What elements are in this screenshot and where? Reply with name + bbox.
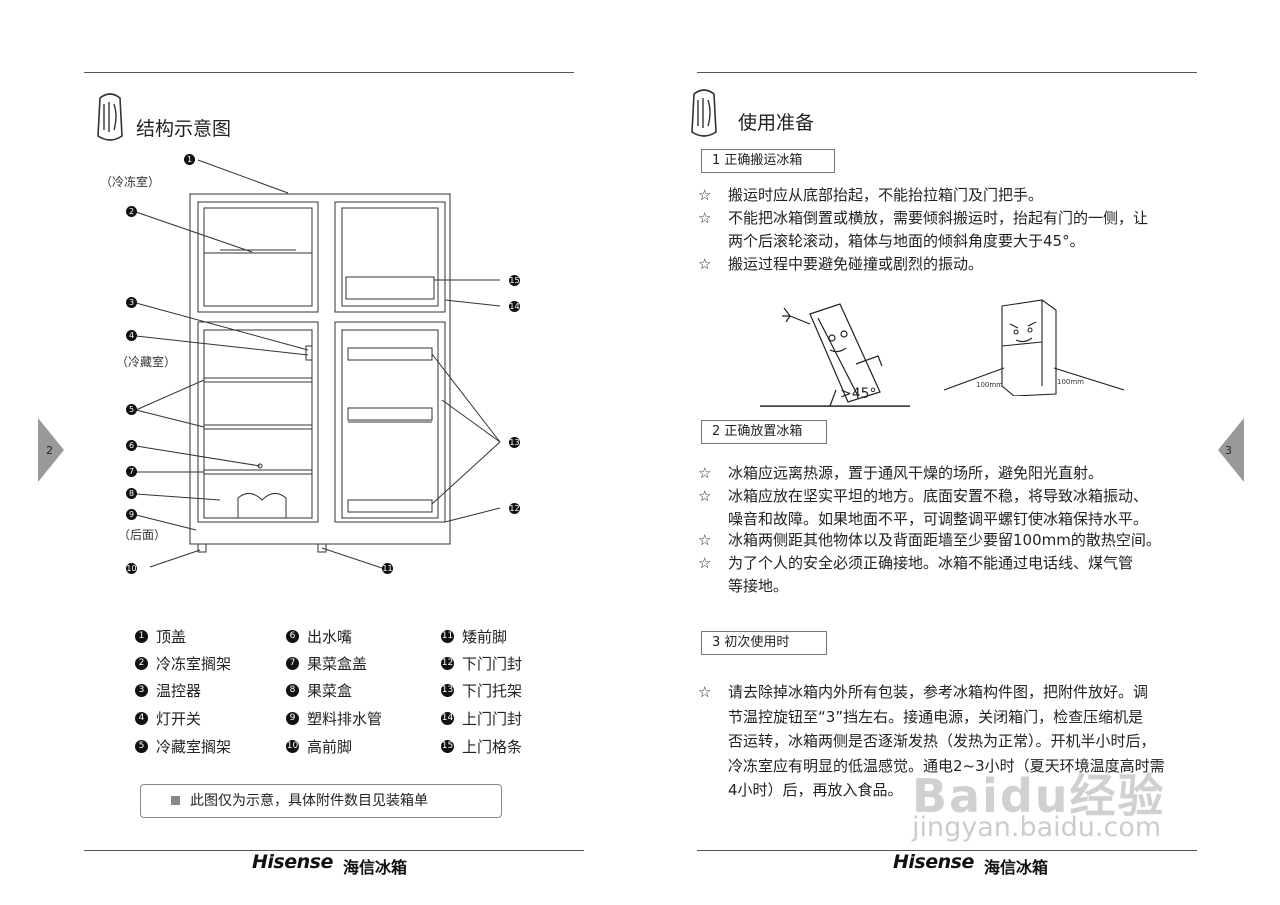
section-1-heading: 1 正确搬运冰箱: [701, 149, 835, 173]
diagram-marker-13: 13: [509, 437, 520, 448]
star-bullet-icon: ☆: [698, 209, 712, 227]
diagram-marker-6: 6: [126, 440, 137, 451]
preparation-title: 使用准备: [738, 112, 815, 134]
fridge-logo-icon-right: [691, 89, 717, 137]
diagram-marker-4: 4: [126, 330, 137, 341]
illustration-ground-line: [760, 406, 910, 407]
freezer-label: （冷冻室）: [100, 175, 161, 189]
star-bullet-icon: ☆: [698, 683, 712, 701]
s1-item-1: ☆ 搬运时应从底部抬起，不能抬拉箱门及门把手。: [698, 184, 1218, 207]
s2-item-2: ☆ 冰箱应放在坚实平坦的地方。底面安置不稳，将导致冰箱振动、 噪音和故障。如果地…: [698, 487, 1149, 528]
fridge-logo-icon: [97, 93, 123, 141]
s3-item-1: ☆ 请去除掉冰箱内外所有包装，参考冰箱构件图，把附件放好。调 节温控旋钮至“3”…: [698, 680, 1238, 806]
star-bullet-icon: ☆: [698, 186, 712, 204]
diagram-marker-12: 12: [509, 503, 520, 514]
diagram-marker-7: 7: [126, 466, 137, 477]
rear-label: （后面）: [118, 528, 167, 542]
angle-label: >45°: [840, 386, 877, 402]
clearance-illustration: [944, 299, 1124, 396]
diagram-marker-14: 14: [509, 301, 520, 312]
fridge-structure-diagram: [135, 159, 501, 569]
clearance-label-left: 100mm: [976, 381, 1003, 389]
diagram-marker-2: 2: [126, 206, 137, 217]
top-rule-left: [84, 72, 574, 73]
baidu-watermark: Baidu经验: [912, 769, 1166, 823]
note-box: 此图仅为示意，具体附件数目见装箱单: [140, 784, 502, 818]
star-bullet-icon: ☆: [698, 487, 712, 505]
section-2-heading: 2 正确放置冰箱: [701, 420, 827, 444]
clearance-label-right: 100mm: [1057, 378, 1084, 386]
top-rule-right: [697, 72, 1197, 73]
brand-logo-right: Hisense: [893, 851, 974, 873]
brand-cn-left: 海信冰箱: [343, 858, 408, 877]
page-tab-left: [38, 418, 64, 482]
fridge-label: （冷藏室）: [116, 355, 177, 369]
page-tab-right: [1218, 418, 1244, 482]
s2-item-1: ☆ 冰箱应远离热源，置于通风干燥的场所，避免阳光直射。: [698, 462, 1218, 485]
s1-item-3: ☆ 搬运过程中要避免碰撞或剧烈的振动。: [698, 253, 1218, 276]
brand-cn-right: 海信冰箱: [984, 858, 1049, 877]
diagram-marker-1: 1: [184, 154, 195, 165]
diagram-marker-8: 8: [126, 488, 137, 499]
structure-diagram-title: 结构示意图: [136, 118, 232, 140]
s2-item-4: ☆ 为了个人的安全必须正确接地。冰箱不能通过电话线、煤气管 等接地。: [698, 554, 1134, 595]
star-bullet-icon: ☆: [698, 531, 712, 549]
diagram-marker-15: 15: [509, 275, 520, 286]
star-bullet-icon: ☆: [698, 464, 712, 482]
s2-item-3: ☆ 冰箱两侧距其他物体以及背面距墙至少要留100mm的散热空间。: [698, 529, 1238, 552]
diagram-marker-3: 3: [126, 297, 137, 308]
s1-item-2: ☆ 不能把冰箱倒置或横放，需要倾斜搬运时，抬起有门的一侧，让 两个后滚轮滚动，箱…: [698, 209, 1149, 250]
star-bullet-icon: ☆: [698, 554, 712, 572]
section-3-heading: 3 初次使用时: [701, 631, 827, 655]
brand-logo-left: Hisense: [252, 851, 333, 873]
diagram-marker-11: 11: [382, 563, 393, 574]
page-number-right: 3: [1225, 444, 1232, 457]
bottom-rule-right: [697, 850, 1197, 851]
square-bullet-icon: [171, 795, 180, 805]
note-text: 此图仅为示意，具体附件数目见装箱单: [190, 793, 428, 809]
diagram-marker-10: 10: [126, 563, 137, 574]
page-number-left: 2: [46, 444, 53, 457]
diagram-marker-5: 5: [126, 404, 137, 415]
star-bullet-icon: ☆: [698, 255, 712, 273]
diagram-marker-9: 9: [126, 509, 137, 520]
baidu-watermark-url: jingyan.baidu.com: [912, 812, 1162, 843]
bottom-rule-left: [84, 850, 584, 851]
